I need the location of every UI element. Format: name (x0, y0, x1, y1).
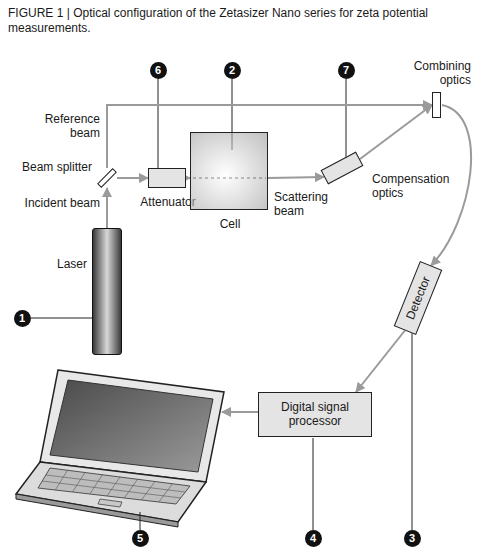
box-label: Detector (403, 274, 433, 321)
callout-number: 2 (224, 62, 241, 79)
callout-number: 3 (404, 530, 421, 547)
signal-arrow (222, 411, 258, 413)
callout-number: 5 (132, 530, 149, 547)
beam-splitter-shape (97, 168, 117, 188)
callout-number: 4 (305, 530, 322, 547)
beam-label: Scattering beam (274, 190, 338, 218)
beam-arrow (360, 105, 432, 159)
compensation-optics: Compensation optics (318, 153, 366, 183)
beam-arrow (107, 105, 432, 168)
callout-number: 6 (150, 62, 167, 79)
attenuator-box: Attenuator (148, 168, 186, 188)
figure-title: FIGURE 1 | Optical configuration of the … (8, 6, 494, 36)
beam-label: Reference beam (40, 112, 100, 140)
beam-arrow (117, 177, 148, 179)
part-label: Cell (200, 217, 260, 231)
beam-arrow (356, 331, 405, 393)
laser-cylinder: Laser (92, 228, 122, 355)
beam-arrow (268, 177, 324, 178)
detector-box: Detector (394, 261, 442, 335)
beam-splitter: Beam splitter (97, 168, 117, 188)
callout-number: 7 (338, 62, 355, 79)
beam-arrow (106, 188, 108, 228)
beam-label: Incident beam (18, 196, 100, 210)
part-label: Combining optics (385, 59, 471, 87)
part-label: Compensation optics (372, 172, 468, 200)
leader-lines (31, 79, 412, 530)
part-label: Beam splitter (8, 160, 92, 174)
callout-number: 1 (14, 310, 31, 327)
combining-optics: Combining optics (432, 92, 441, 118)
compensation-optics-shape (321, 152, 364, 185)
processor-box: Digital signal processor (258, 392, 372, 437)
box-label: Digital signal processor (263, 400, 367, 428)
laptop-illustration (16, 370, 224, 527)
sample-cell: Cell (190, 132, 268, 210)
part-label: Laser (45, 257, 87, 271)
